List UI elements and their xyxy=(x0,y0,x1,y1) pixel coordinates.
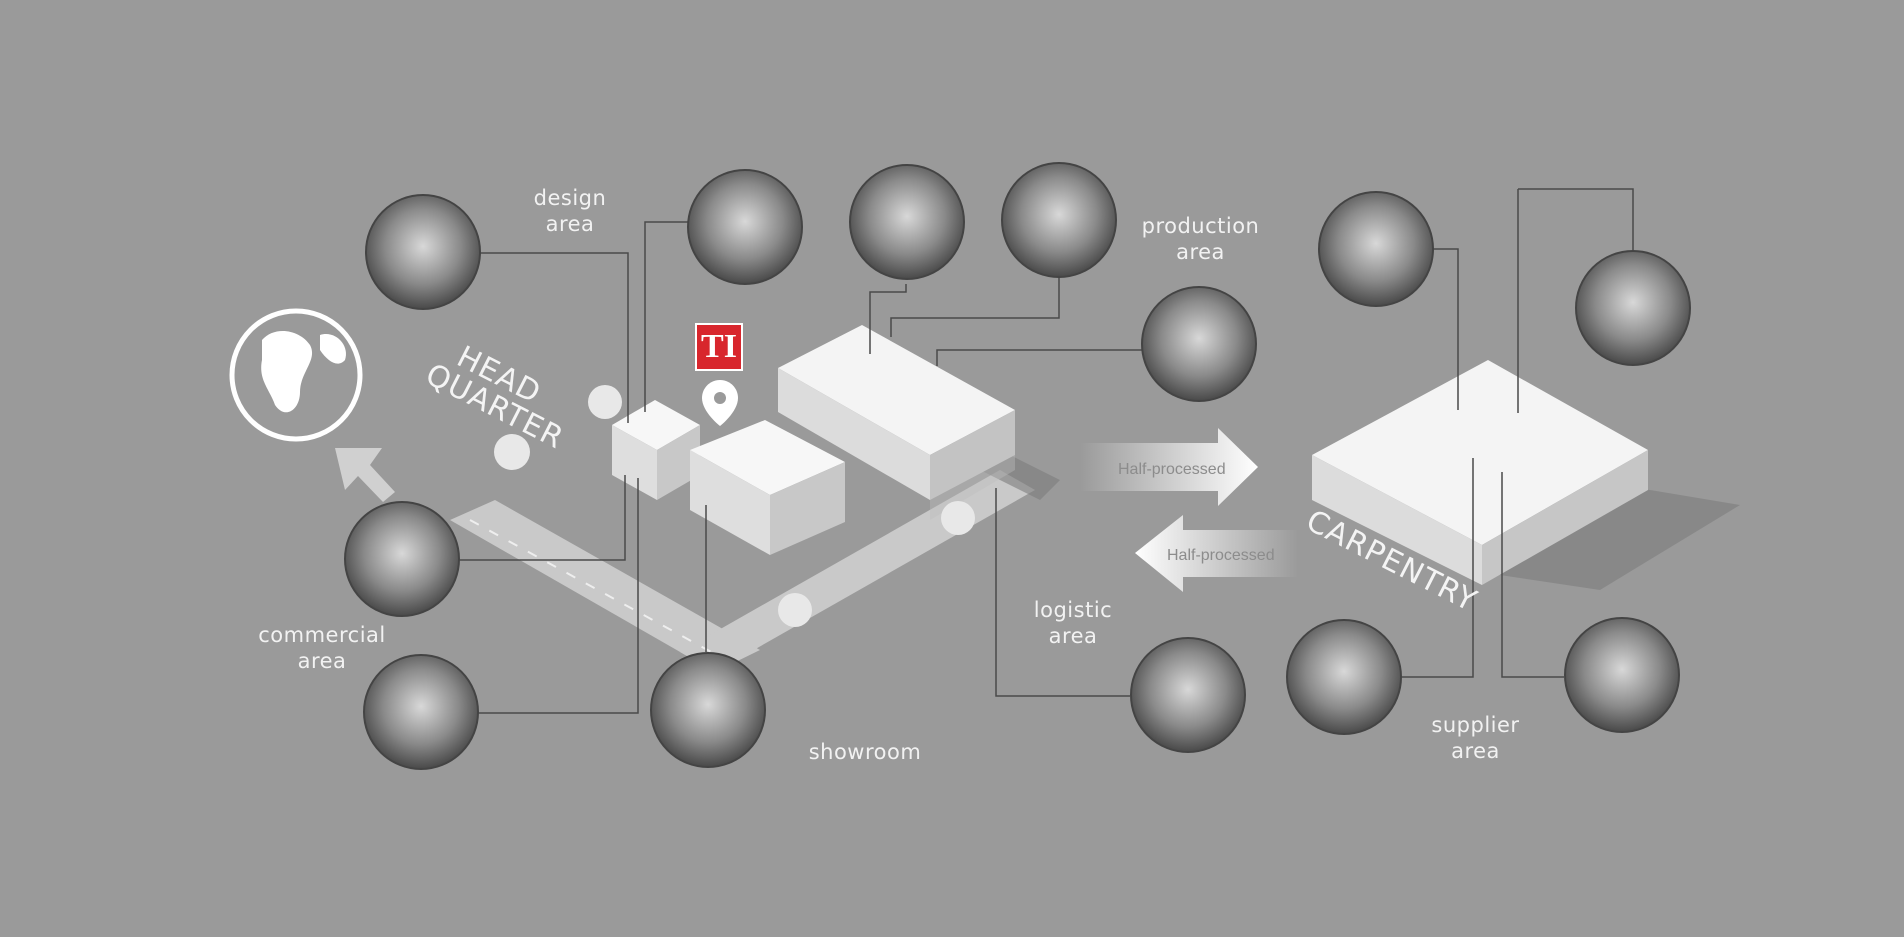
arrow-label-left: Half-processed xyxy=(1167,547,1275,564)
trees xyxy=(494,385,975,627)
carpentry-photo-1 xyxy=(1318,191,1434,307)
ti-logo-icon: TI xyxy=(695,323,743,371)
showroom-label: showroom xyxy=(808,740,922,764)
connector-lines xyxy=(458,188,1634,714)
location-pin-icon xyxy=(702,380,738,426)
globe-icon xyxy=(229,308,363,442)
arrow-from-carpentry: Half-processed xyxy=(1135,515,1298,592)
hq-building-large xyxy=(690,420,845,555)
logistic-photo xyxy=(1130,637,1246,753)
production-photo-3 xyxy=(1141,286,1257,402)
carpentry-photo-2 xyxy=(1575,250,1691,366)
supplier-photo-1 xyxy=(1286,619,1402,735)
commercial-photo-2 xyxy=(363,654,479,770)
supplier-photo-2 xyxy=(1564,617,1680,733)
showroom-photo xyxy=(650,652,766,768)
production-photo-1 xyxy=(849,164,965,280)
production-building xyxy=(778,325,1015,520)
production-photo-2 xyxy=(1001,162,1117,278)
photo-circles xyxy=(344,162,1691,770)
arrow-label-right: Half-processed xyxy=(1118,461,1226,478)
arrow-to-carpentry: Half-processed xyxy=(1080,428,1258,506)
commercial-photo-1 xyxy=(344,501,460,617)
arrow-up-left-icon xyxy=(335,448,395,502)
design-photo-1 xyxy=(365,194,481,310)
hq-building-small xyxy=(612,400,700,500)
design-photo-2 xyxy=(687,169,803,285)
carpentry-building xyxy=(1312,360,1648,585)
